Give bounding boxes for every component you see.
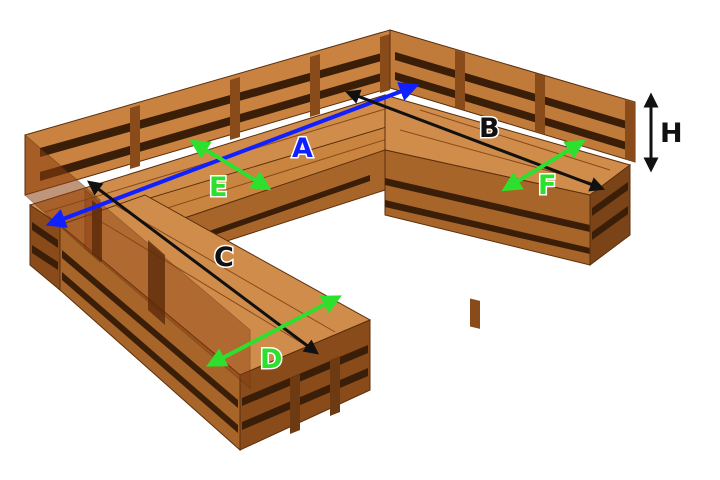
label-b: B — [479, 113, 500, 144]
label-e: E — [209, 172, 227, 203]
label-f: F — [538, 170, 556, 201]
label-h: H — [660, 118, 683, 149]
label-c: C — [214, 242, 234, 273]
dimension-f-line — [501, 139, 586, 192]
label-a: A — [292, 133, 313, 164]
dimension-e-line — [189, 139, 272, 191]
dimension-d-line — [206, 295, 342, 367]
label-d: D — [260, 344, 282, 375]
